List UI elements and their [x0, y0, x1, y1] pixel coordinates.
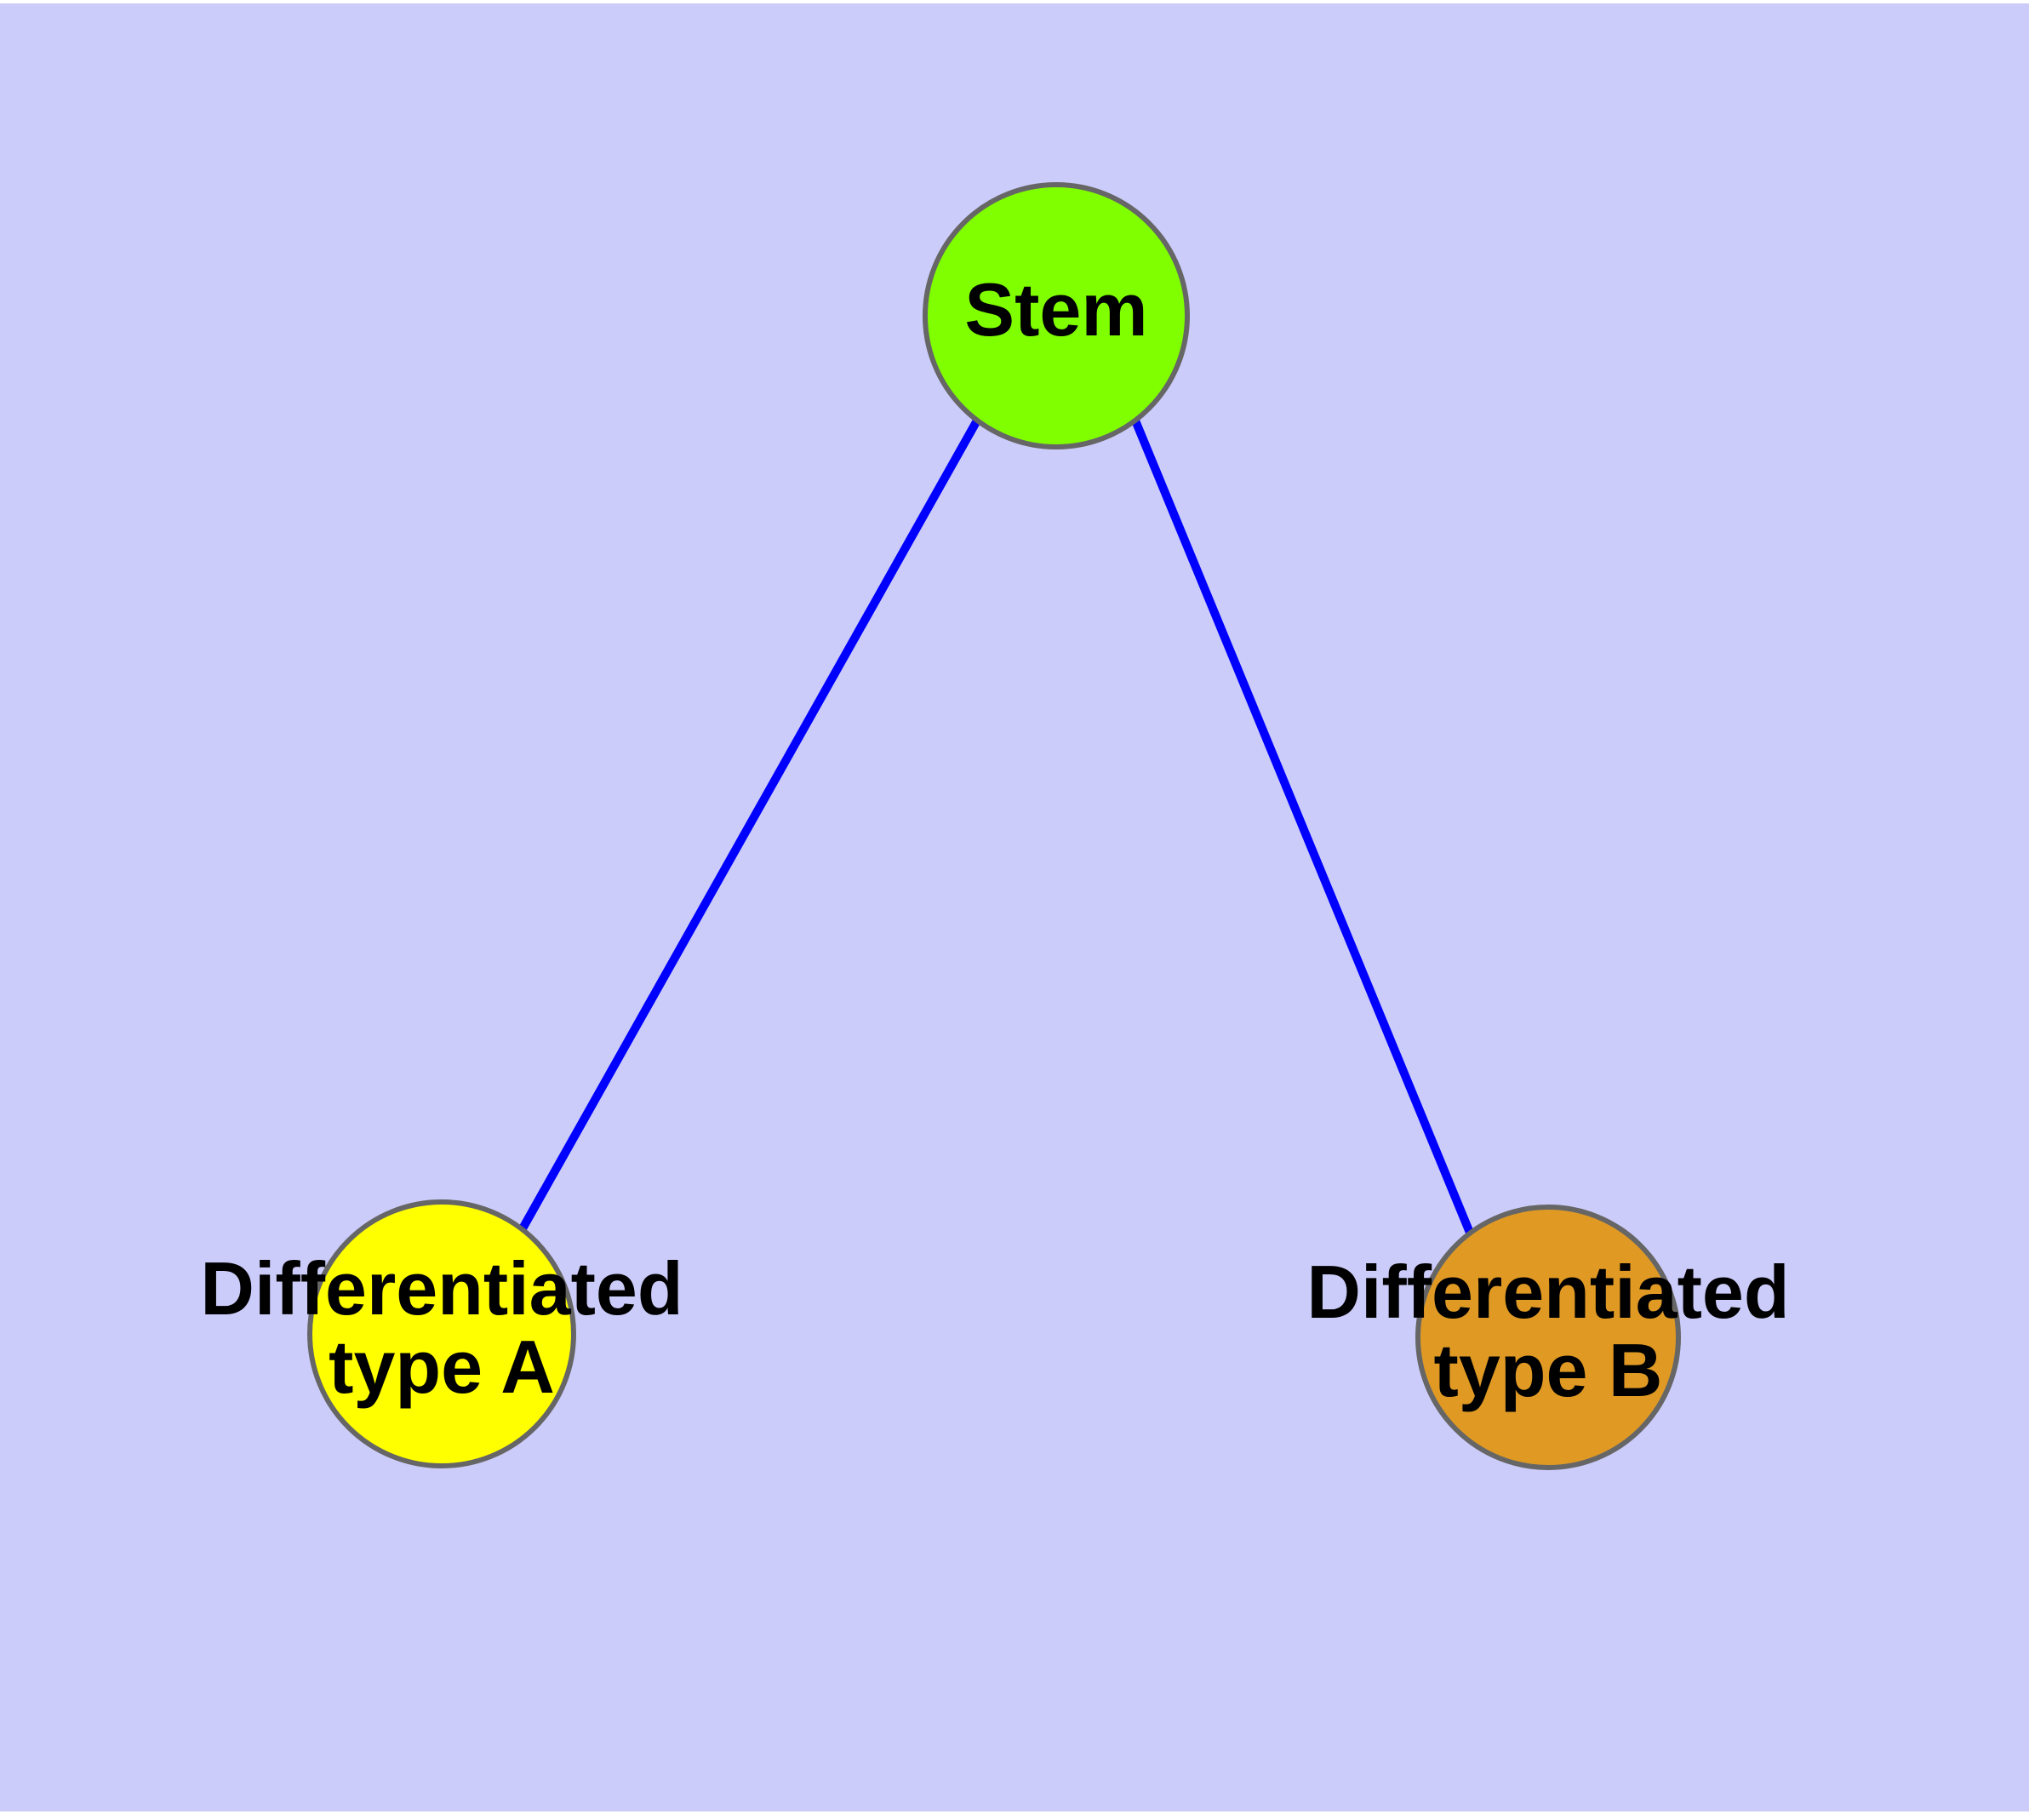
- edge-layer: [517, 418, 1474, 1234]
- label-line: Differentiated: [1306, 1250, 1789, 1334]
- label-line: type A: [329, 1325, 555, 1409]
- label-line: Differentiated: [200, 1246, 683, 1331]
- edge-stem-to-differentiated-type-a[interactable]: [517, 418, 981, 1233]
- label-line: type B: [1434, 1328, 1663, 1412]
- node-differentiated-type-b-circle[interactable]: [1415, 1205, 1681, 1470]
- node-stem-circle[interactable]: [923, 182, 1190, 449]
- node-stem[interactable]: Stem: [923, 182, 1190, 449]
- edge-stem-to-differentiated-type-b[interactable]: [1131, 419, 1474, 1234]
- node-differentiated-type-a-circle[interactable]: [307, 1199, 576, 1468]
- label-line: Stem: [964, 267, 1147, 352]
- node-stem-label: Stem: [964, 267, 1147, 352]
